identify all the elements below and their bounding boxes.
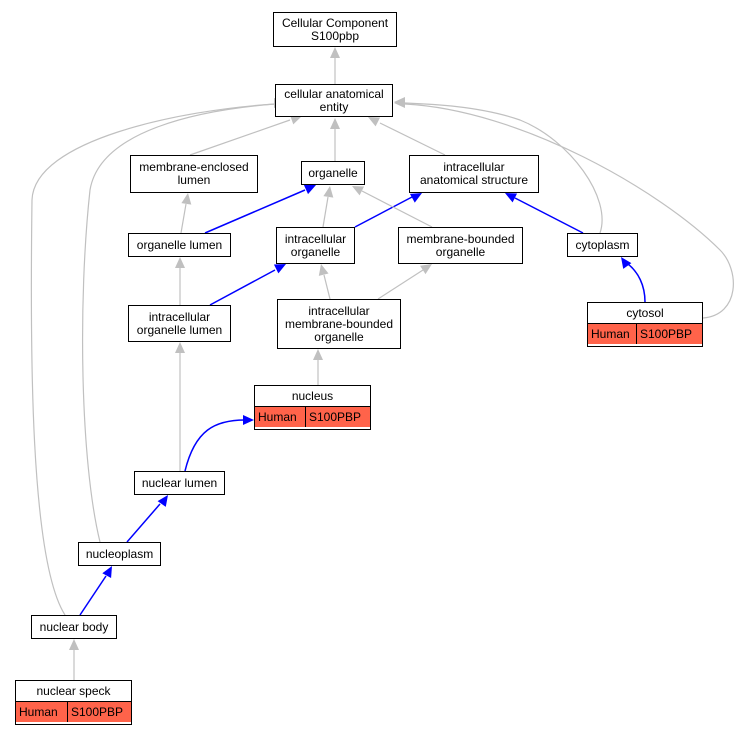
arrowhead-icon [273,264,286,274]
node-label: nuclear body [39,619,109,634]
arrowhead-icon [102,566,112,579]
arrowhead-icon [318,264,329,276]
node-label: nucleus [255,386,370,407]
arrowhead-icon [175,342,185,353]
edge-nucleoplasm-to-nlumen [126,495,168,543]
edge-organelle-to-cae [330,118,340,161]
arrowhead-icon [289,114,302,125]
arrowhead-icon [323,186,334,198]
node-intracellular-organelle-lumen[interactable]: intracellular organelle lumen [128,305,231,342]
node-label: nuclear lumen [141,475,218,490]
edge-cytosol-to-cae [394,98,734,319]
arrowhead-icon [621,257,632,269]
node-label: cytosol [588,303,702,324]
arrowhead-icon [505,193,518,203]
arrowhead-icon [181,193,192,205]
edge-nbody-to-nucleoplasm [79,566,112,616]
gene-cell: S100PBP [637,324,702,344]
node-label: nucleoplasm [85,546,154,561]
edge-mel-to-cae [189,114,302,156]
node-nuclear-body[interactable]: nuclear body [31,615,117,639]
node-label: cytoplasm [575,237,630,252]
node-cellular-anatomical-entity[interactable]: cellular anatomical entity [275,84,393,117]
arrowhead-icon [303,184,316,195]
node-label: intracellular organelle lumen [136,309,223,337]
edge-nspeck-to-nbody [69,639,79,680]
node-label: intracellular anatomical structure [419,160,529,187]
edge-olumen-to-mel [180,193,192,234]
arrowhead-icon [69,639,79,650]
node-label: cellular anatomical entity [284,86,384,114]
edge-cytosol-to-cytoplasm [621,257,646,303]
arrowhead-icon [313,349,323,360]
node-organelle-lumen[interactable]: organelle lumen [128,233,231,257]
arrowhead-icon [368,117,381,127]
annotation-row: Human S100PBP [588,324,702,344]
node-cytoplasm[interactable]: cytoplasm [567,233,638,257]
node-label: nuclear speck [16,681,131,702]
edge-iolumen-to-olumen [175,257,185,305]
node-nuclear-speck[interactable]: nuclear speck Human S100PBP [15,680,132,725]
node-nucleus[interactable]: nucleus Human S100PBP [254,385,371,430]
arrowhead-icon [420,264,432,275]
node-intracellular-membrane-bounded-organelle[interactable]: intracellular membrane-bounded organelle [277,299,401,349]
annotation-row: Human S100PBP [16,702,131,722]
arrowhead-icon [394,98,405,108]
node-cellular-component[interactable]: Cellular Component S100pbp [273,12,397,47]
node-label: membrane-bounded organelle [406,231,515,259]
arrowhead-icon [157,495,168,507]
species-cell: Human [255,407,306,427]
node-label: membrane-enclosed lumen [139,160,249,187]
node-nuclear-lumen[interactable]: nuclear lumen [134,471,225,495]
arrowhead-icon [330,118,340,129]
node-label: intracellular membrane-bounded organelle [284,303,394,344]
arrowhead-icon [175,257,185,268]
node-membrane-enclosed-lumen[interactable]: membrane-enclosed lumen [130,155,258,193]
species-cell: Human [588,324,637,344]
edge-nucleus-to-imbo [313,349,323,385]
edge-iorg-to-organelle [322,186,334,228]
edge-iorg-to-ias [354,193,422,228]
arrowhead-icon [330,47,340,58]
arrowhead-icon [243,415,254,425]
node-organelle[interactable]: organelle [301,161,365,185]
edge-olumen-to-organelle [204,184,316,234]
edge-cytoplasm-to-ias [505,193,584,234]
annotation-row: Human S100PBP [255,407,370,427]
arrowhead-icon [409,193,422,203]
gene-cell: S100PBP [306,407,370,427]
edge-imbo-to-mbo [377,264,432,300]
node-label: organelle lumen [136,237,223,252]
node-nucleoplasm[interactable]: nucleoplasm [78,542,161,566]
node-membrane-bounded-organelle[interactable]: membrane-bounded organelle [398,227,523,264]
node-intracellular-anatomical-structure[interactable]: intracellular anatomical structure [409,155,539,193]
node-label: Cellular Component S100pbp [281,15,389,43]
edge-nlumen-to-nucleus [184,415,254,472]
arrowhead-icon [352,186,365,196]
edge-iolumen-to-iorg [209,264,286,306]
gene-cell: S100PBP [68,702,131,722]
node-label: organelle [308,165,358,180]
node-label: intracellular organelle [284,231,347,259]
edge-cae-to-root [330,47,340,84]
species-cell: Human [16,702,68,722]
edge-mbo-to-organelle [352,186,433,228]
node-intracellular-organelle[interactable]: intracellular organelle [276,227,355,264]
edge-imbo-to-iorg [318,264,331,300]
edge-ias-to-cae [368,117,446,156]
node-cytosol[interactable]: cytosol Human S100PBP [587,302,703,347]
edge-nlumen-to-iolumen [175,342,185,471]
